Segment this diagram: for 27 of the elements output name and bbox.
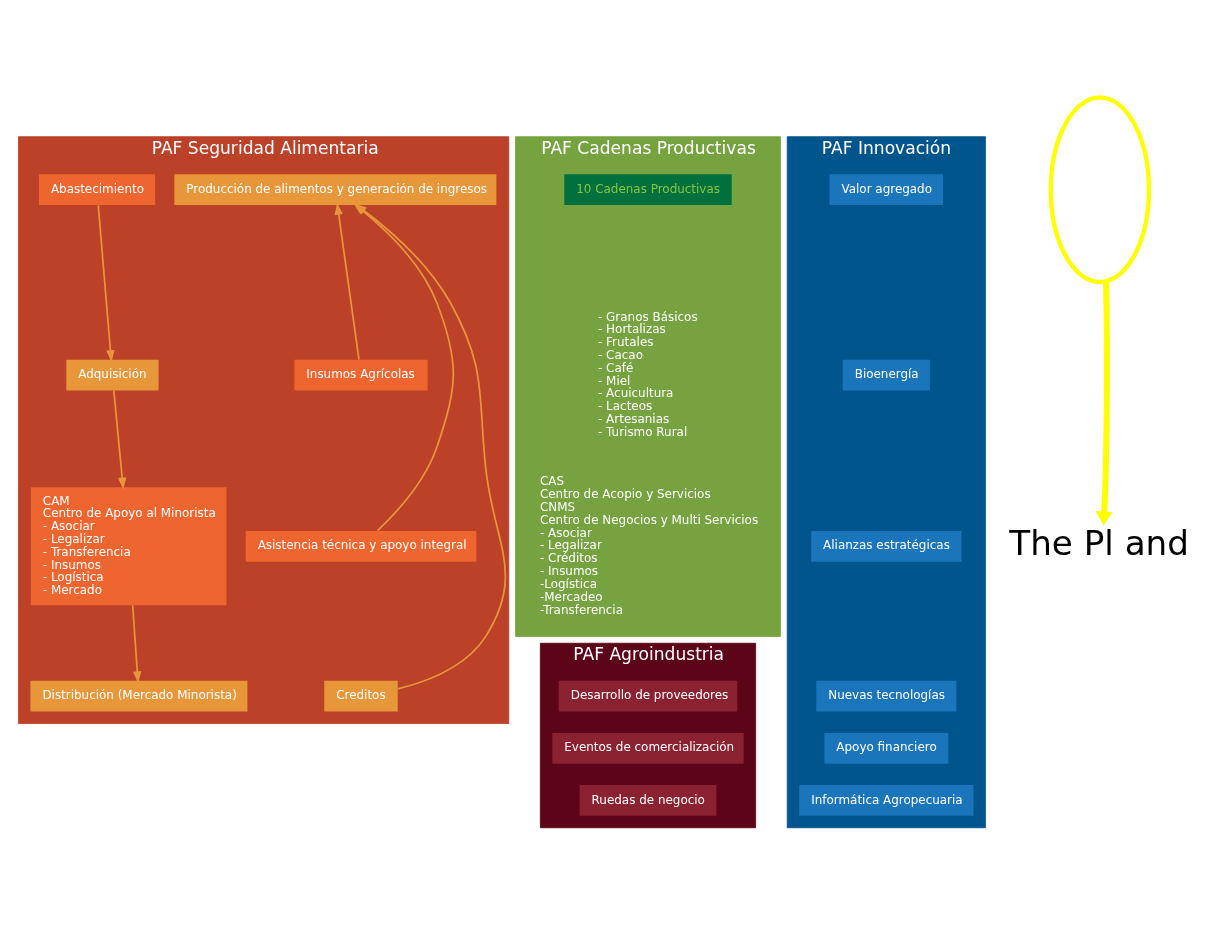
node-box: Informática Agropecuaria <box>799 785 974 816</box>
node-box: Producción de alimentos y generación de ingresos <box>174 174 497 206</box>
node-box: Valor agregado <box>829 174 944 206</box>
node-text: The Pl and <box>1009 522 1189 563</box>
node-box: Ruedas de negocio <box>579 785 717 816</box>
node-box: Apoyo financiero <box>824 732 949 764</box>
node-box: Distribución (Mercado Minorista) <box>30 680 248 712</box>
node-box: Abastecimiento <box>38 174 156 206</box>
node-box: Creditos <box>324 680 398 712</box>
arrow <box>1095 281 1113 526</box>
node-box: Desarrollo de proveedores <box>558 680 738 712</box>
node-box: Insumos Agrícolas <box>294 359 428 391</box>
node-box: Asistencia técnica y apoyo integral <box>245 530 477 562</box>
arrow <box>131 604 142 684</box>
node-ellipse <box>1048 95 1152 285</box>
node-box: 10 Cadenas Productivas <box>564 174 732 206</box>
node-box: Nuevas tecnologías <box>816 680 957 712</box>
arrow <box>112 389 127 490</box>
arrow <box>334 202 360 361</box>
arrow <box>97 204 115 363</box>
node-box: Bioenergía <box>842 359 930 391</box>
node-box: Eventos de comercialización <box>552 732 744 764</box>
node-box: CAM Centro de Apoyo al Minorista - Asociar - Legalizar - Transferencia - Insumos - Logística - Mercado <box>30 487 227 606</box>
node-text: - Granos Básicos - Hortalizas - Frutales - Cacao - Café - Miel - Acuicultura - Lacteos - Artesanias - Turismo Rural <box>598 309 698 439</box>
node-box: Alianzas estratégicas <box>811 530 962 562</box>
node-box: Adquisición <box>66 359 159 391</box>
node-text: CAS Centro de Acopio y Servicios CNMS Centro de Negocios y Multi Servicios - Asociar - Legalizar - Créditos - Insumos -Logística -Mercadeo -Transferencia <box>539 474 759 617</box>
